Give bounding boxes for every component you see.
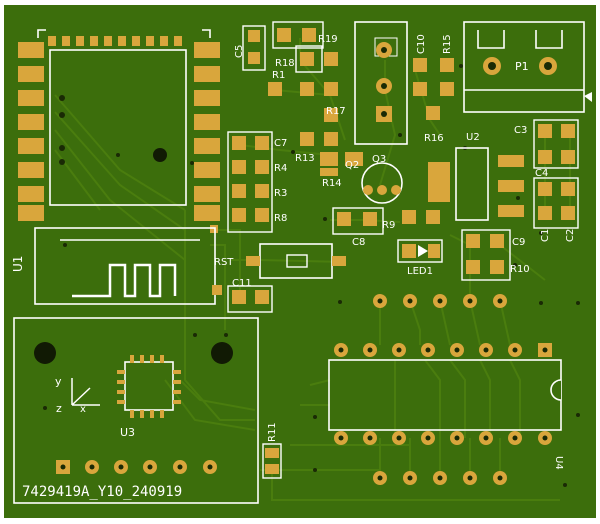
components-top-middle <box>242 21 338 122</box>
switch-rst <box>246 243 346 279</box>
label-c10: C10 <box>416 34 427 54</box>
label-r1: R1 <box>272 70 285 81</box>
label-c4: C4 <box>535 168 548 179</box>
label-c2: C2 <box>565 229 576 242</box>
label-r10: R10 <box>510 264 530 275</box>
label-c7: C7 <box>274 138 287 149</box>
label-q3: Q3 <box>372 154 386 165</box>
label-r9: R9 <box>382 220 395 231</box>
component-u1 <box>18 29 222 305</box>
components-led-area <box>332 207 511 281</box>
label-c9: C9 <box>512 237 525 248</box>
connector-p1 <box>463 21 592 113</box>
label-q2: Q2 <box>345 160 359 171</box>
label-axis-x: x <box>80 404 86 415</box>
label-u4: U4 <box>553 456 564 470</box>
label-r16: R16 <box>424 133 444 144</box>
label-c3: C3 <box>514 125 527 136</box>
component-u4 <box>328 343 562 445</box>
label-c1: C1 <box>540 229 551 242</box>
label-c11: C11 <box>232 278 252 289</box>
component-c11 <box>227 285 273 313</box>
label-axis-y: y <box>55 375 62 388</box>
label-c8: C8 <box>352 237 365 248</box>
label-p1: P1 <box>515 60 529 73</box>
part-number-label: 7429419A_Y10_240919 <box>22 484 182 500</box>
label-c5: C5 <box>234 45 245 58</box>
label-u1: U1 <box>11 256 25 272</box>
label-r3: R3 <box>274 188 287 199</box>
label-r13: R13 <box>295 153 315 164</box>
label-u2: U2 <box>466 132 480 143</box>
label-r4: R4 <box>274 163 287 174</box>
label-r18: R18 <box>275 58 295 69</box>
component-r11 <box>262 443 282 479</box>
component-u2 <box>428 147 524 221</box>
label-r17: R17 <box>326 106 346 117</box>
components-center <box>300 132 403 204</box>
header-pins <box>373 294 507 485</box>
connector-block <box>354 21 454 145</box>
components-left-column <box>227 131 273 233</box>
label-r14: R14 <box>322 178 342 189</box>
label-r8: R8 <box>274 213 287 224</box>
components-right-caps <box>533 119 579 229</box>
label-rst: RST <box>214 257 234 268</box>
label-r15: R15 <box>442 34 453 54</box>
label-axis-z: z <box>56 402 62 415</box>
label-u3: U3 <box>120 426 135 439</box>
label-led1: LED1 <box>407 266 433 277</box>
label-r19: R19 <box>318 34 338 45</box>
component-u3 <box>13 317 259 504</box>
label-r11: R11 <box>267 422 278 442</box>
